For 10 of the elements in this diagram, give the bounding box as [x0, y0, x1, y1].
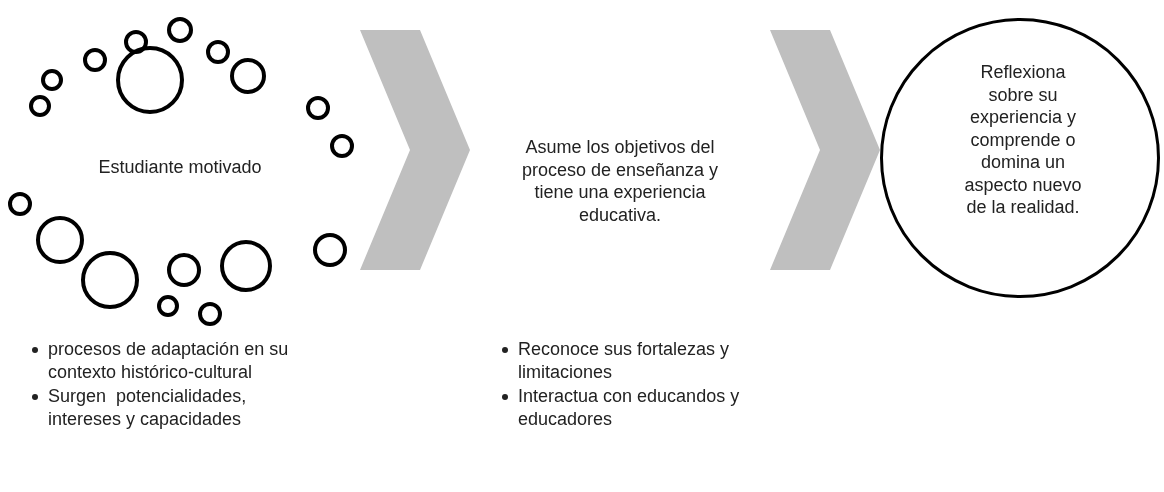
chevron-arrow: [770, 30, 880, 270]
node-text: Asume los objetivos del proceso de enseñanza y tiene una experiencia educativa.: [520, 136, 720, 226]
node-text: Reflexiona sobre su experiencia y comprende o domina un aspecto nuevo de la realidad.: [963, 61, 1083, 219]
node-text: Estudiante motivado: [97, 156, 263, 179]
bullet-text: Reconoce sus fortalezas y limitaciones: [518, 339, 731, 382]
circle-node: [880, 18, 1160, 298]
bullet-text: Interactua con educandos y educadores: [518, 386, 741, 429]
chevron-arrow: [360, 30, 470, 270]
bullet-text: procesos de adaptación en su contexto histórico-cultural: [48, 339, 290, 382]
bullet-text: Surgen potencialidades, intereses y capacidades: [48, 386, 248, 429]
